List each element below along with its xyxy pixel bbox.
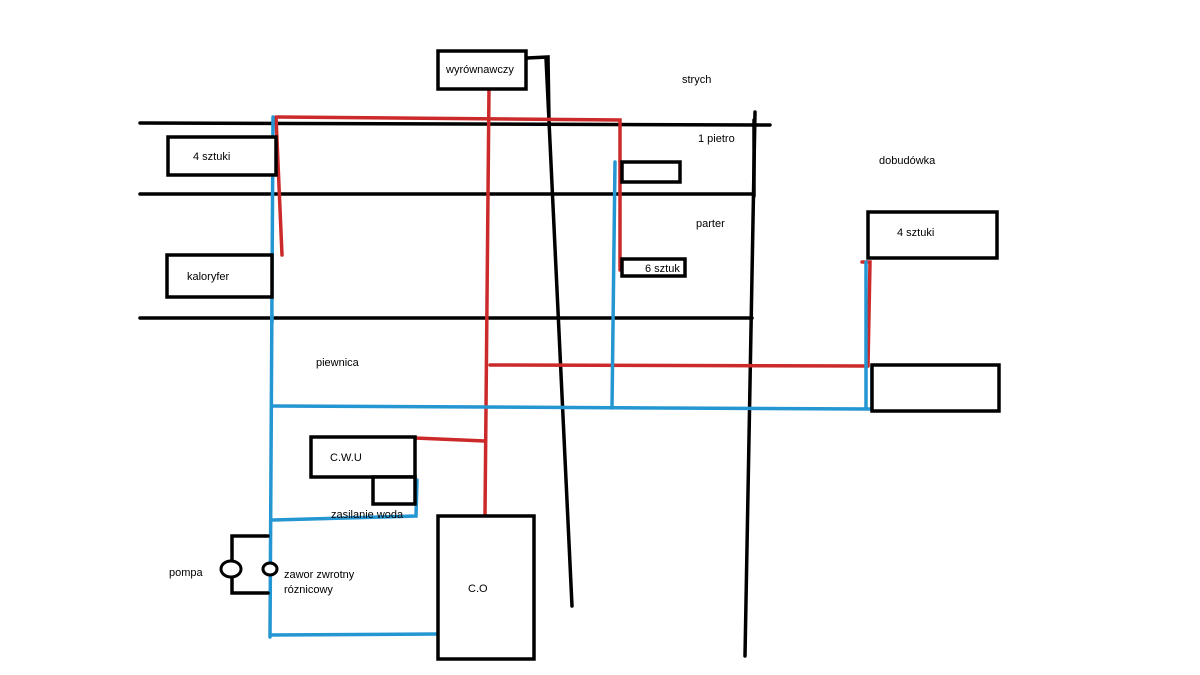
return-pipe-boiler (269, 632, 440, 637)
radiator-box (165, 253, 274, 299)
radiators-4-right-box (866, 210, 999, 260)
supply-pipe-attic (276, 115, 622, 164)
water-supply-label: zasilanie woda (331, 509, 404, 521)
expansion-tank-connector (525, 55, 551, 122)
co-boiler-label: C.O (468, 583, 488, 595)
pump-icon (219, 559, 243, 579)
basement-label: piewnica (316, 357, 360, 369)
extension-vertical-line (743, 110, 757, 658)
radiators-4-right-label: 4 sztuki (897, 227, 934, 239)
supply-pipe-cwu (413, 436, 487, 443)
radiators-6-box (620, 257, 687, 278)
expansion-vent-line (544, 56, 574, 608)
radiators-4-left-box (166, 135, 278, 177)
extension-basement-box (870, 363, 1001, 413)
expansion-tank-label: wyrównawczy (445, 64, 514, 76)
radiator-label: kaloryfer (187, 271, 230, 283)
first-floor-radiator-box (620, 160, 682, 184)
ground-floor-label: parter (696, 218, 725, 230)
extension-label: dobudówka (879, 155, 936, 167)
cwu-tank-box (309, 435, 417, 479)
first-floor-label: 1 pietro (698, 133, 735, 145)
check-valve-icon (261, 561, 279, 577)
expansion-tank-box (436, 49, 528, 91)
check-valve-label-line1: zawor zwrotny (284, 569, 355, 581)
return-drop-right (610, 160, 617, 410)
cwu-label: C.W.U (330, 452, 362, 464)
return-pipe-basement (271, 404, 872, 411)
co-boiler-box (436, 514, 536, 661)
attic-label: strych (682, 74, 711, 86)
floor-line-attic (138, 121, 772, 127)
supply-riser-main (483, 86, 491, 517)
radiators-6-label: 6 sztuk (645, 263, 680, 275)
return-riser-left (268, 115, 275, 639)
radiators-4-left-label: 4 sztuki (193, 151, 230, 163)
pump-label: pompa (169, 567, 204, 579)
cwu-connector-box (371, 475, 417, 506)
check-valve-label-line2: róznicowy (284, 584, 333, 596)
supply-pipe-basement (488, 363, 870, 368)
